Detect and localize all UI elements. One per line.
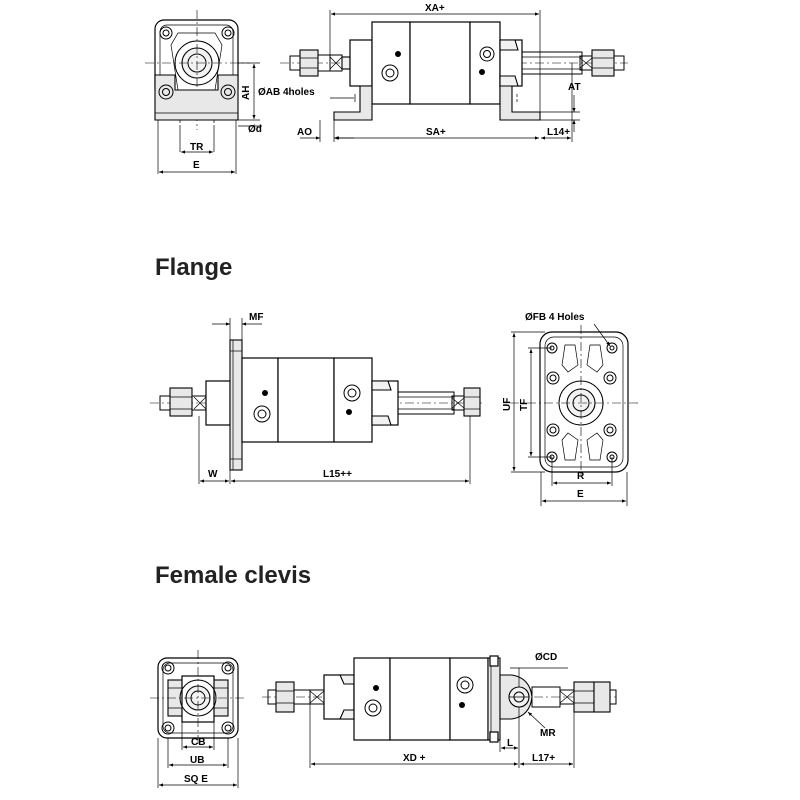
cd-label: ØCD xyxy=(535,652,557,663)
l17-label: L17+ xyxy=(532,753,555,764)
ah-label: AH xyxy=(241,86,252,100)
fb-label: ØFB 4 Holes xyxy=(525,312,585,323)
flange-side-view xyxy=(150,339,485,471)
at-label: AT xyxy=(568,82,581,93)
foot-side-view xyxy=(280,21,628,121)
l-label: L xyxy=(507,738,513,749)
mf-label: MF xyxy=(249,312,263,323)
flange-section-title: Flange xyxy=(155,254,233,281)
tf-label: TF xyxy=(519,399,530,411)
ao-label: AO xyxy=(297,127,312,138)
xa-label: XA+ xyxy=(425,3,445,14)
clevis-section-title: Female clevis xyxy=(155,562,312,589)
d-label: Ød xyxy=(248,124,262,135)
w-label: W xyxy=(208,469,218,480)
r-label: R xyxy=(577,471,585,482)
cb-label: CB xyxy=(191,737,205,748)
e-label-foot: E xyxy=(193,160,200,171)
l14-label: L14+ xyxy=(547,127,570,138)
ub-label: UB xyxy=(190,755,204,766)
foot-end-view xyxy=(145,10,250,130)
flange-end-view xyxy=(510,325,640,478)
l15-label: L15++ xyxy=(323,469,352,480)
uf-label: UF xyxy=(502,398,513,411)
tr-label: TR xyxy=(190,142,204,153)
e-label-flange: E xyxy=(577,489,584,500)
xd-label: XD + xyxy=(403,753,426,764)
clevis-end-view xyxy=(150,650,245,745)
mr-label: MR xyxy=(540,728,556,739)
clevis-side-view xyxy=(262,655,618,743)
sa-label: SA+ xyxy=(426,127,446,138)
ab-label: ØAB 4holes xyxy=(258,87,315,98)
sqe-label: SQ E xyxy=(184,774,208,785)
